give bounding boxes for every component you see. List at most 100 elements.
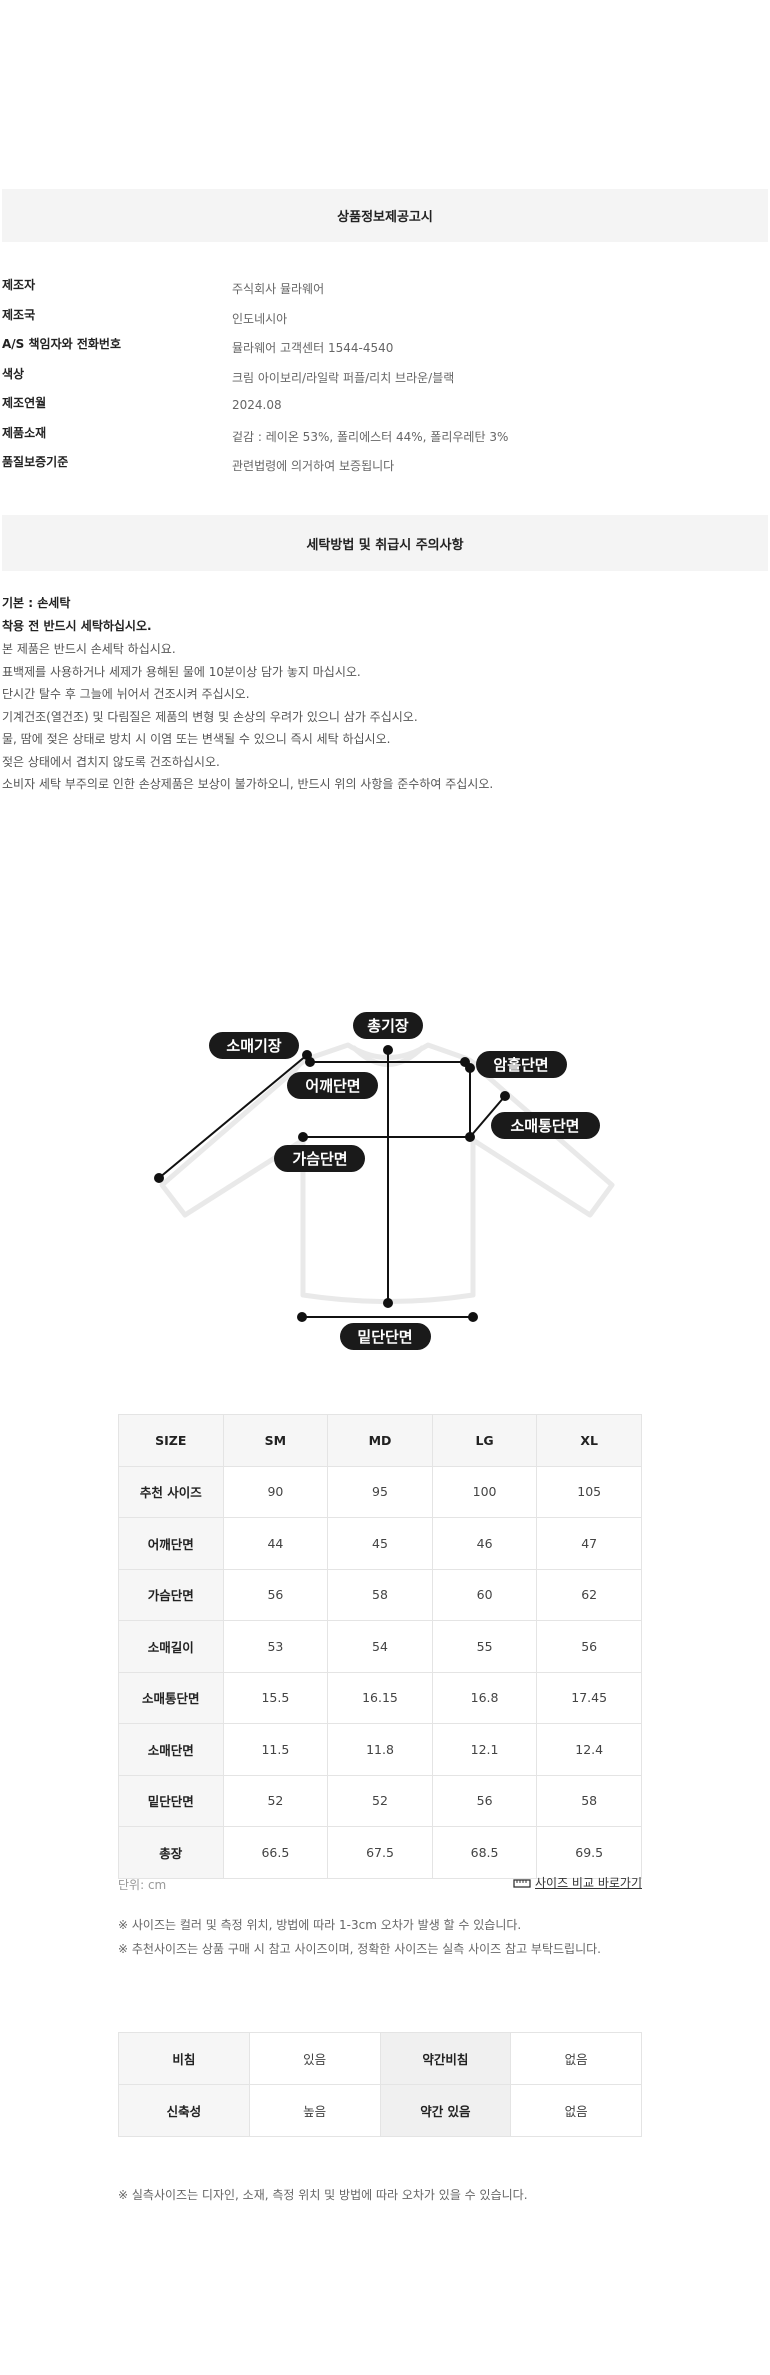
product-info-title: 상품정보제공고시 [337,210,433,225]
size-cell: 100 [431,1465,538,1518]
care-header: 세탁방법 및 취급시 주의사항 [2,515,768,571]
label-chest: 가슴단면 [274,1145,365,1172]
size-cell: 56 [536,1620,642,1673]
size-row-label: 추천 사이즈 [118,1465,224,1518]
size-cell: 53 [222,1620,329,1673]
info-label: 색상 [2,366,25,381]
size-cell: 90 [222,1465,329,1518]
fabric-cell: 있음 [248,2032,381,2085]
fabric-cell: 높음 [248,2084,381,2137]
svg-text:소매기장: 소매기장 [226,1037,281,1055]
size-cell: 95 [327,1465,433,1518]
label-sleeve-width: 소매통단면 [491,1112,600,1139]
size-cell: 52 [222,1774,329,1827]
info-label: 제조국 [2,307,36,322]
info-label: 품질보증기준 [2,455,69,469]
footer-note: ※ 실측사이즈는 디자인, 소재, 측정 위치 및 방법에 따라 오차가 있을 … [118,2188,528,2202]
fabric-cell: 없음 [510,2032,642,2085]
ruler-icon [513,1878,531,1888]
size-row-label: 소매길이 [118,1620,224,1673]
care-line: 표백제를 사용하거나 세제가 용해된 물에 10분이상 담가 놓지 마십시오. [2,664,361,679]
size-cell: 15.5 [222,1671,329,1724]
fabric-cell: 없음 [510,2084,642,2137]
size-row-label: 소매단면 [118,1723,224,1776]
care-line: 소비자 세탁 부주의로 인한 손상제품은 보상이 불가하오니, 반드시 위의 사… [2,777,494,791]
svg-text:어깨단면: 어깨단면 [305,1077,360,1095]
size-cell: 46 [431,1517,538,1570]
svg-text:암홀단면: 암홀단면 [493,1056,548,1074]
size-note: ※ 사이즈는 컬러 및 측정 위치, 방법에 따라 1-3cm 오차가 발생 할… [118,1918,522,1932]
size-cell: 52 [327,1774,433,1827]
info-value: 2024.08 [232,398,282,412]
fabric-cell: 약간비침 [379,2032,512,2085]
fabric-cell: 신축성 [118,2084,250,2137]
care-basic: 기본 : 손세탁 [2,596,71,610]
size-compare-link[interactable]: 사이즈 비교 바로가기 [513,1874,642,1891]
fabric-cell: 약간 있음 [379,2084,512,2137]
svg-text:소매통단면: 소매통단면 [510,1117,579,1135]
size-cell: 58 [536,1774,642,1827]
size-cell: 12.4 [536,1723,642,1776]
info-label: 제품소재 [2,425,47,440]
size-header-cell: SM [222,1414,329,1467]
size-row-label: 밑단단면 [118,1774,224,1827]
svg-text:밑단단면: 밑단단면 [357,1328,412,1346]
size-cell: 56 [431,1774,538,1827]
info-label: 제조연월 [2,396,47,410]
product-info-header: 상품정보제공고시 [2,189,768,242]
measure-lines [154,1045,510,1322]
size-cell: 54 [327,1620,433,1673]
size-cell: 69.5 [536,1826,642,1879]
size-cell: 60 [431,1568,538,1621]
size-note: ※ 추천사이즈는 상품 구매 시 참고 사이즈이며, 정확한 사이즈는 실측 사… [118,1942,601,1956]
fabric-cell: 비침 [118,2032,250,2085]
label-sleeve-length: 소매기장 [209,1032,299,1059]
label-total-length: 총기장 [353,1012,423,1039]
size-header-cell: LG [431,1414,538,1467]
care-line: 단시간 탈수 후 그늘에 뉘어서 건조시켜 주십시오. [2,687,250,701]
size-cell: 58 [327,1568,433,1621]
size-cell: 16.15 [327,1671,433,1724]
size-cell: 44 [222,1517,329,1570]
care-title: 세탁방법 및 취급시 주의사항 [306,537,464,553]
size-row-label: 어깨단면 [118,1517,224,1570]
care-line: 물, 땀에 젖은 상태로 방치 시 이염 또는 변색될 수 있으니 즉시 세탁 … [2,732,391,746]
size-cell: 17.45 [536,1671,642,1724]
info-value: 인도네시아 [232,311,288,326]
size-row-label: 소매통단면 [118,1671,224,1724]
size-cell: 62 [536,1568,642,1621]
size-cell: 66.5 [222,1826,329,1879]
size-row-label: 가슴단면 [118,1568,224,1621]
info-label: A/S 책임자와 전화번호 [2,337,121,351]
info-label: 제조자 [2,278,36,292]
label-armhole: 암홀단면 [476,1051,567,1078]
svg-text:총기장: 총기장 [367,1017,409,1035]
size-header-cell: SIZE [118,1414,224,1467]
measurement-diagram: 총기장 소매기장 암홀단면 어깨단면 소매통단면 가슴단면 밑단단면 [154,1012,615,1350]
size-cell: 11.5 [222,1723,329,1776]
info-value: 크림 아이보리/라일락 퍼플/리치 브라운/블랙 [232,370,455,385]
svg-text:가슴단면: 가슴단면 [292,1150,347,1168]
care-line: 본 제품은 반드시 손세탁 하십시요. [2,642,176,656]
size-row-label: 총장 [118,1826,224,1879]
unit-label: 단위: cm [118,1878,167,1892]
size-cell: 105 [536,1465,642,1518]
info-value: 뮬라웨어 고객센터 1544-4540 [232,341,394,355]
care-bold-line: 착용 전 반드시 세탁하십시오. [2,619,152,633]
size-cell: 55 [431,1620,538,1673]
size-cell: 56 [222,1568,329,1621]
label-hem: 밑단단면 [340,1323,431,1350]
size-cell: 45 [327,1517,433,1570]
size-cell: 11.8 [327,1723,433,1776]
care-line: 젖은 상태에서 겹치지 않도록 건조하십시오. [2,754,220,769]
